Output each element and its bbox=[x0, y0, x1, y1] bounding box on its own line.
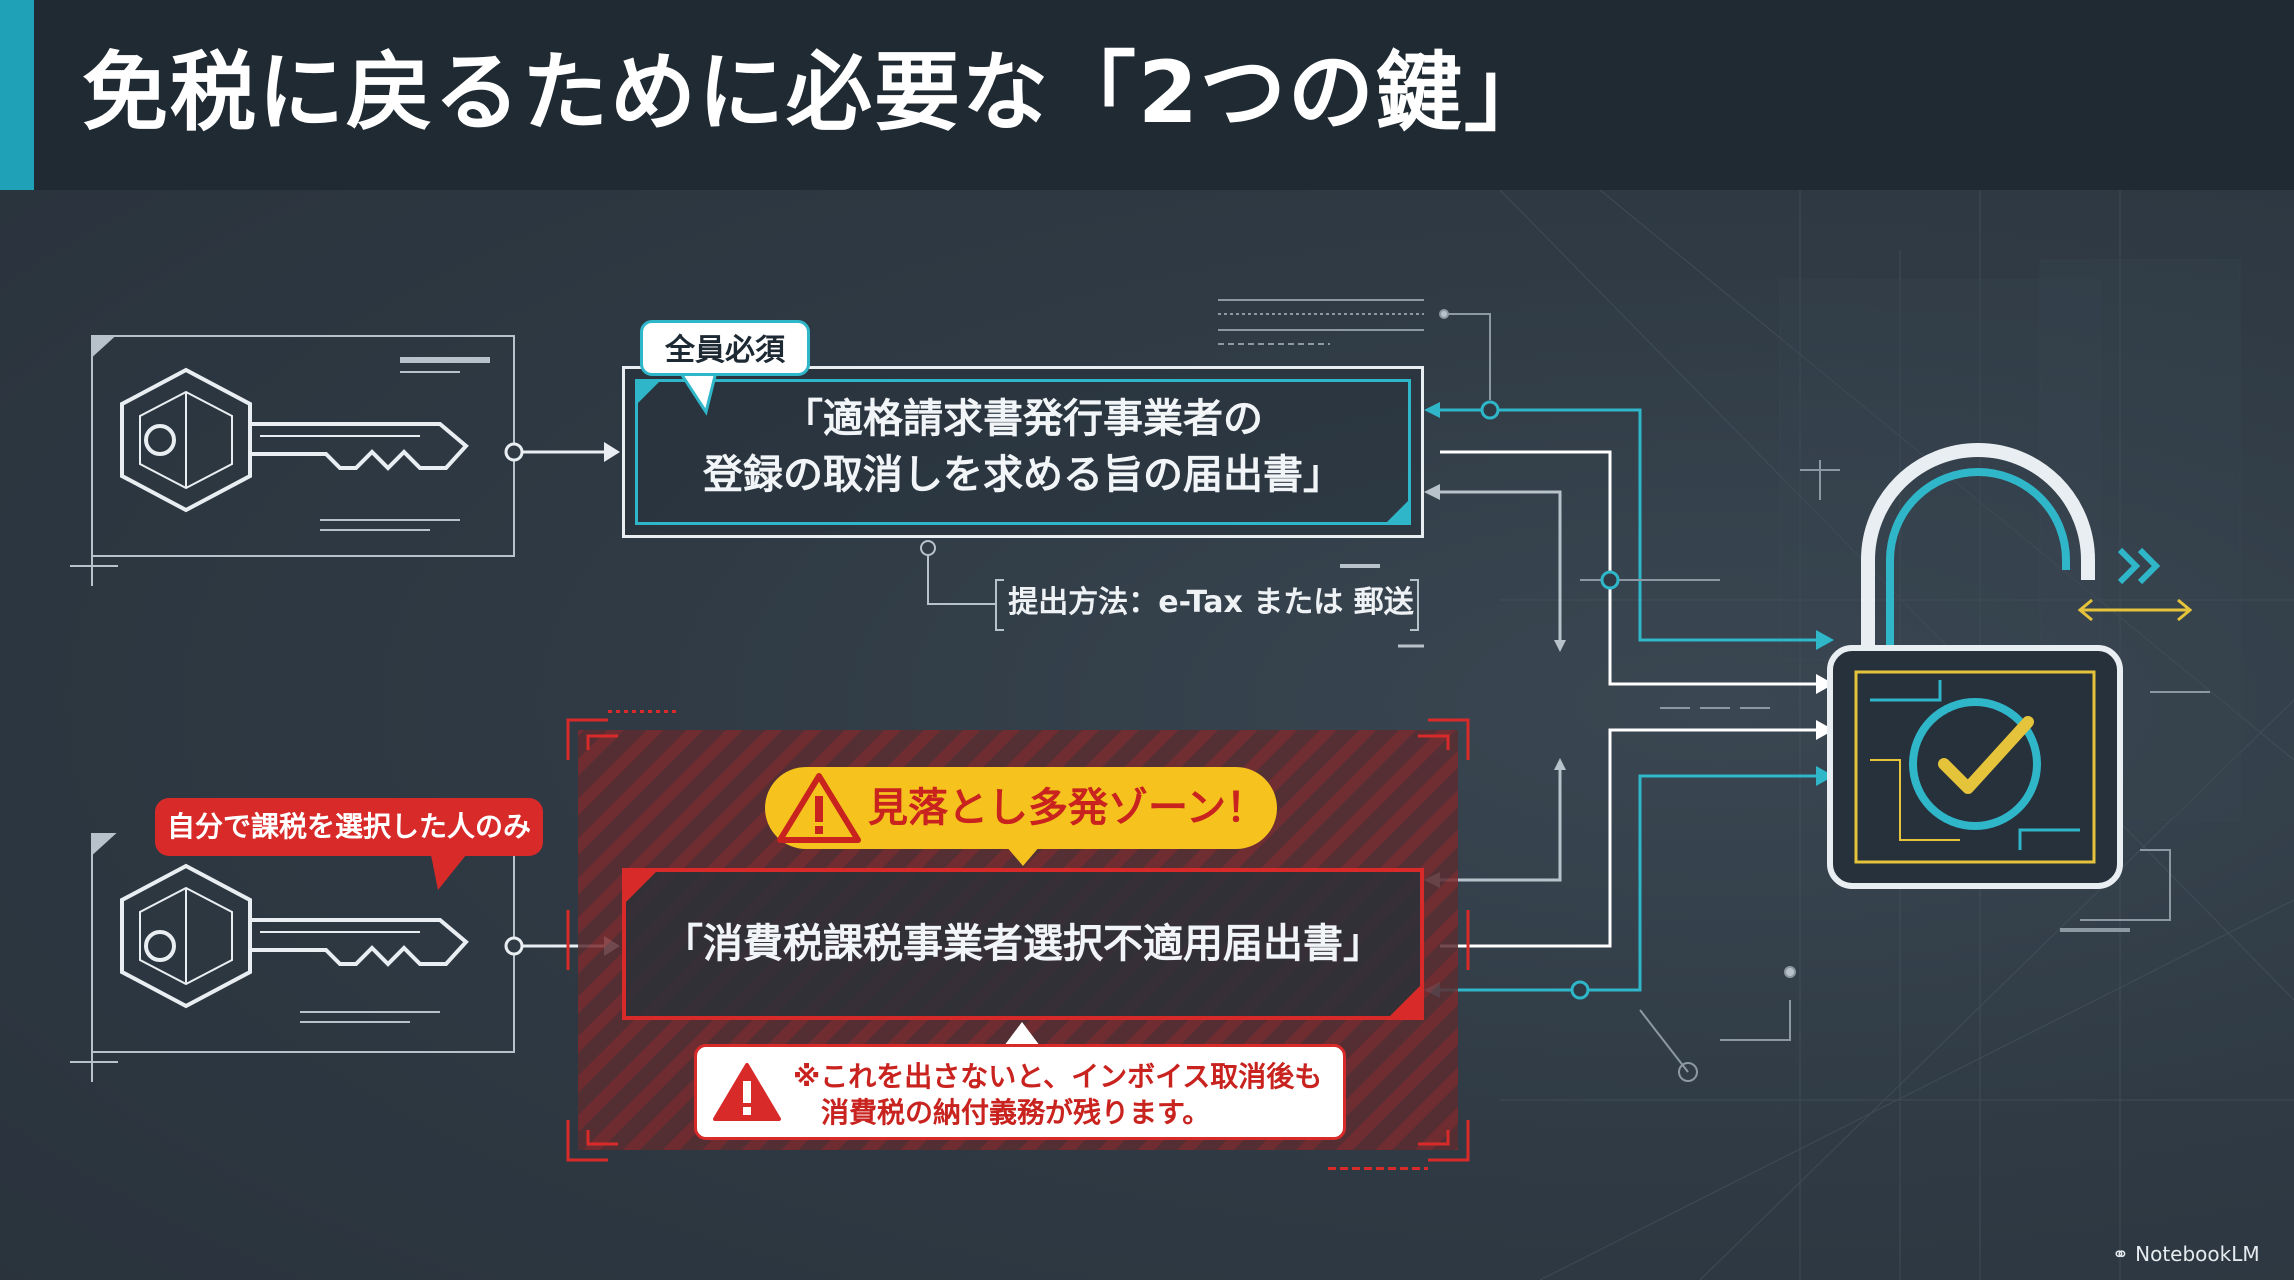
election-withdrawal-document-box: 「消費税課税事業者選択不適用届出書」 bbox=[622, 868, 1424, 1020]
submission-method: 提出方法：e-Tax または 郵送 bbox=[1008, 585, 1414, 620]
warning-label: 見落とし多発ゾーン！ bbox=[868, 785, 1266, 831]
brand-logo: ⚭ NotebookLM bbox=[2112, 1242, 2260, 1266]
document-title-line2: 登録の取消しを求める旨の届出書」 bbox=[703, 452, 1343, 498]
required-document-box: 「適格請求書発行事業者の 登録の取消しを求める旨の届出書」 bbox=[622, 366, 1424, 538]
document-title-line1: 「適格請求書発行事業者の bbox=[783, 396, 1263, 442]
key-frame-1 bbox=[70, 335, 515, 586]
checkmark-icon bbox=[1938, 716, 2034, 794]
title-bar bbox=[0, 0, 2294, 190]
unlocked-padlock-icon bbox=[1827, 443, 2123, 889]
key-frame-2 bbox=[70, 833, 515, 1082]
warning-triangle-icon bbox=[777, 773, 861, 843]
required-for-all-badge: 全員必須 bbox=[640, 320, 810, 376]
brand-name: NotebookLM bbox=[2135, 1242, 2260, 1266]
warning-badge: 見落とし多発ゾーン！ bbox=[768, 770, 1274, 846]
title-accent-bar bbox=[0, 0, 34, 190]
note-line1: ※これを出さないと、インボイス取消後も bbox=[793, 1060, 1323, 1093]
double-chevron-icon bbox=[2117, 547, 2161, 585]
double-arrow-icon bbox=[2077, 598, 2193, 622]
corner-marks bbox=[626, 872, 1420, 1016]
key-icon bbox=[120, 367, 469, 513]
warning-triangle-icon bbox=[713, 1063, 781, 1121]
corner-marks bbox=[635, 379, 1411, 525]
warning-note: ※これを出さないと、インボイス取消後も 消費税の納付義務が残ります。 bbox=[694, 1044, 1346, 1140]
elected-taxpayers-only-badge: 自分で課税を選択した人のみ bbox=[155, 798, 543, 856]
note-line2: 消費税の納付義務が残ります。 bbox=[821, 1096, 1211, 1129]
page-title: 免税に戻るために必要な「2つの鍵」 bbox=[82, 43, 1552, 143]
document-title: 「消費税課税事業者選択不適用届出書」 bbox=[663, 921, 1383, 967]
brand-icon: ⚭ bbox=[2112, 1242, 2129, 1266]
key-icon bbox=[120, 863, 469, 1009]
